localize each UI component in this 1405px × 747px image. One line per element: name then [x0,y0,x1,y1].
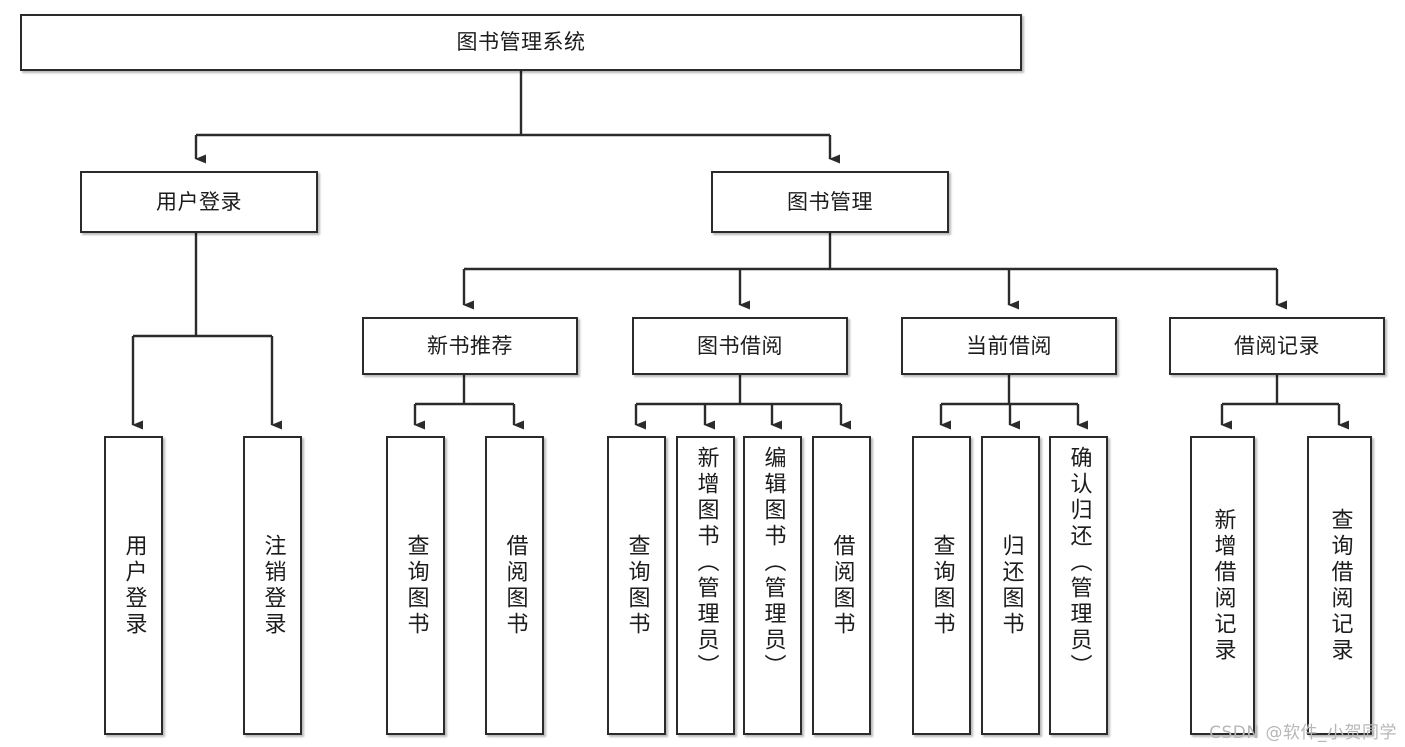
node-new-book-recommend-label: 新书推荐 [427,333,513,358]
node-leaf-query-book-3[interactable]: 查询图书 [912,436,971,735]
node-leaf-query-book-2-label: 查询图书 [624,533,650,638]
node-new-book-recommend[interactable]: 新书推荐 [362,317,578,375]
node-root[interactable]: 图书管理系统 [20,14,1022,71]
node-leaf-logout-login-label: 注销登录 [260,533,286,638]
node-book-management-label: 图书管理 [787,189,873,214]
node-user-login[interactable]: 用户登录 [80,171,318,233]
node-leaf-query-book-1[interactable]: 查询图书 [386,436,445,735]
node-current-borrow[interactable]: 当前借阅 [901,317,1117,375]
node-leaf-return-book[interactable]: 归还图书 [981,436,1040,735]
node-leaf-confirm-return[interactable]: 确认归还（管理员） [1049,436,1108,735]
node-leaf-query-record-label: 查询借阅记录 [1327,507,1353,664]
node-leaf-add-record[interactable]: 新增借阅记录 [1190,436,1255,735]
node-book-management[interactable]: 图书管理 [711,171,949,233]
node-leaf-confirm-return-label: 确认归还（管理员） [1066,446,1092,680]
node-leaf-query-book-1-label: 查询图书 [403,533,429,638]
node-leaf-borrow-book-1-label: 借阅图书 [502,533,528,638]
node-current-borrow-label: 当前借阅 [966,333,1052,358]
node-root-label: 图书管理系统 [456,30,586,55]
node-user-login-label: 用户登录 [156,189,242,214]
node-leaf-add-book-label: 新增图书（管理员） [693,446,719,680]
node-leaf-query-book-2[interactable]: 查询图书 [607,436,666,735]
node-leaf-add-record-label: 新增借阅记录 [1210,507,1236,664]
node-borrow-record-label: 借阅记录 [1234,333,1320,358]
node-leaf-user-login-label: 用户登录 [121,533,147,638]
node-leaf-borrow-book-2[interactable]: 借阅图书 [812,436,871,735]
node-leaf-query-book-3-label: 查询图书 [929,533,955,638]
watermark-text: CSDN @软件_小贺同学 [1209,723,1397,743]
node-leaf-edit-book[interactable]: 编辑图书（管理员） [743,436,802,735]
node-leaf-add-book[interactable]: 新增图书（管理员） [676,436,735,735]
node-leaf-user-login[interactable]: 用户登录 [104,436,163,735]
node-leaf-edit-book-label: 编辑图书（管理员） [760,446,786,680]
node-leaf-borrow-book-2-label: 借阅图书 [829,533,855,638]
node-leaf-query-record[interactable]: 查询借阅记录 [1307,436,1372,735]
node-borrow-record[interactable]: 借阅记录 [1169,317,1385,375]
node-leaf-borrow-book-1[interactable]: 借阅图书 [485,436,544,735]
node-leaf-logout-login[interactable]: 注销登录 [243,436,302,735]
node-book-borrow-label: 图书借阅 [697,333,783,358]
node-leaf-return-book-label: 归还图书 [998,533,1024,638]
node-book-borrow[interactable]: 图书借阅 [632,317,848,375]
